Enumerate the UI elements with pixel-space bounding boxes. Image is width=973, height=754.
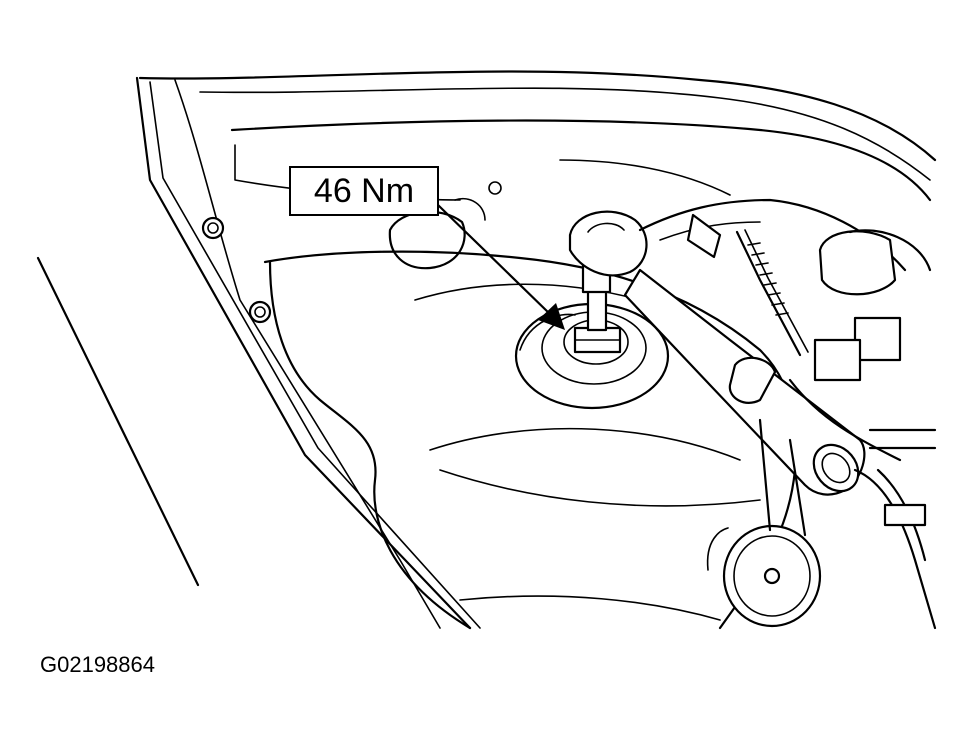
figure-id: G02198864 xyxy=(40,652,155,677)
right-side-components xyxy=(638,198,937,630)
callout-arrow xyxy=(436,203,565,330)
torque-value: 46 Nm xyxy=(313,171,415,210)
lower-bushing xyxy=(706,418,822,628)
strut-tower xyxy=(263,250,798,630)
torque-callout: 46 Nm xyxy=(289,166,439,216)
ratchet-wrench xyxy=(568,210,866,496)
fender-edge xyxy=(36,76,481,630)
cowl-panel xyxy=(138,70,937,202)
fender-bolts xyxy=(201,216,272,324)
